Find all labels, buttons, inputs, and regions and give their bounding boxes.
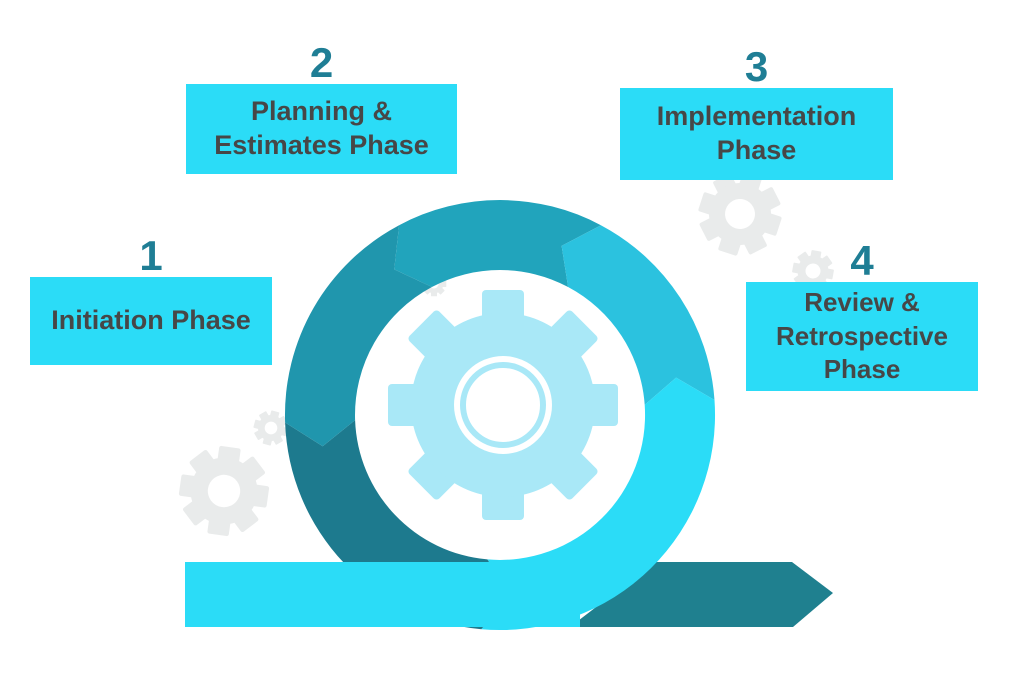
phase-1-label: Initiation Phase [51,305,251,336]
ring-segment-upper-right [561,225,715,405]
loop-tail-bar [185,562,580,627]
phase-4-label: Review & Retrospective Phase [776,286,948,385]
gear-icon [388,290,618,520]
phase-2-box: Planning & Estimates Phase [186,84,457,174]
phase-2-label: Planning & Estimates Phase [214,96,429,160]
phase-2-number: 2 [309,39,334,86]
ring-segment-upper-left [284,225,432,447]
phase-3-box: Implementation Phase [620,88,893,180]
phase-1-number: 1 [139,232,163,279]
phase-2-planning-estimates: 2 Planning & Estimates Phase [186,42,457,174]
phase-1-box: Initiation Phase [30,277,272,365]
phase-4-box: Review & Retrospective Phase [746,282,978,391]
phase-4-review-retrospective: 4 Review & Retrospective Phase [746,240,978,391]
background-gear-icon [173,440,275,542]
ring-segment-top [394,200,601,287]
phase-3-label: Implementation Phase [656,101,857,165]
phase-3-implementation: 3 Implementation Phase [620,46,893,180]
phase-4-number: 4 [850,237,874,284]
phase-1-initiation: 1 Initiation Phase [30,235,272,365]
phase-3-number: 3 [744,43,769,90]
